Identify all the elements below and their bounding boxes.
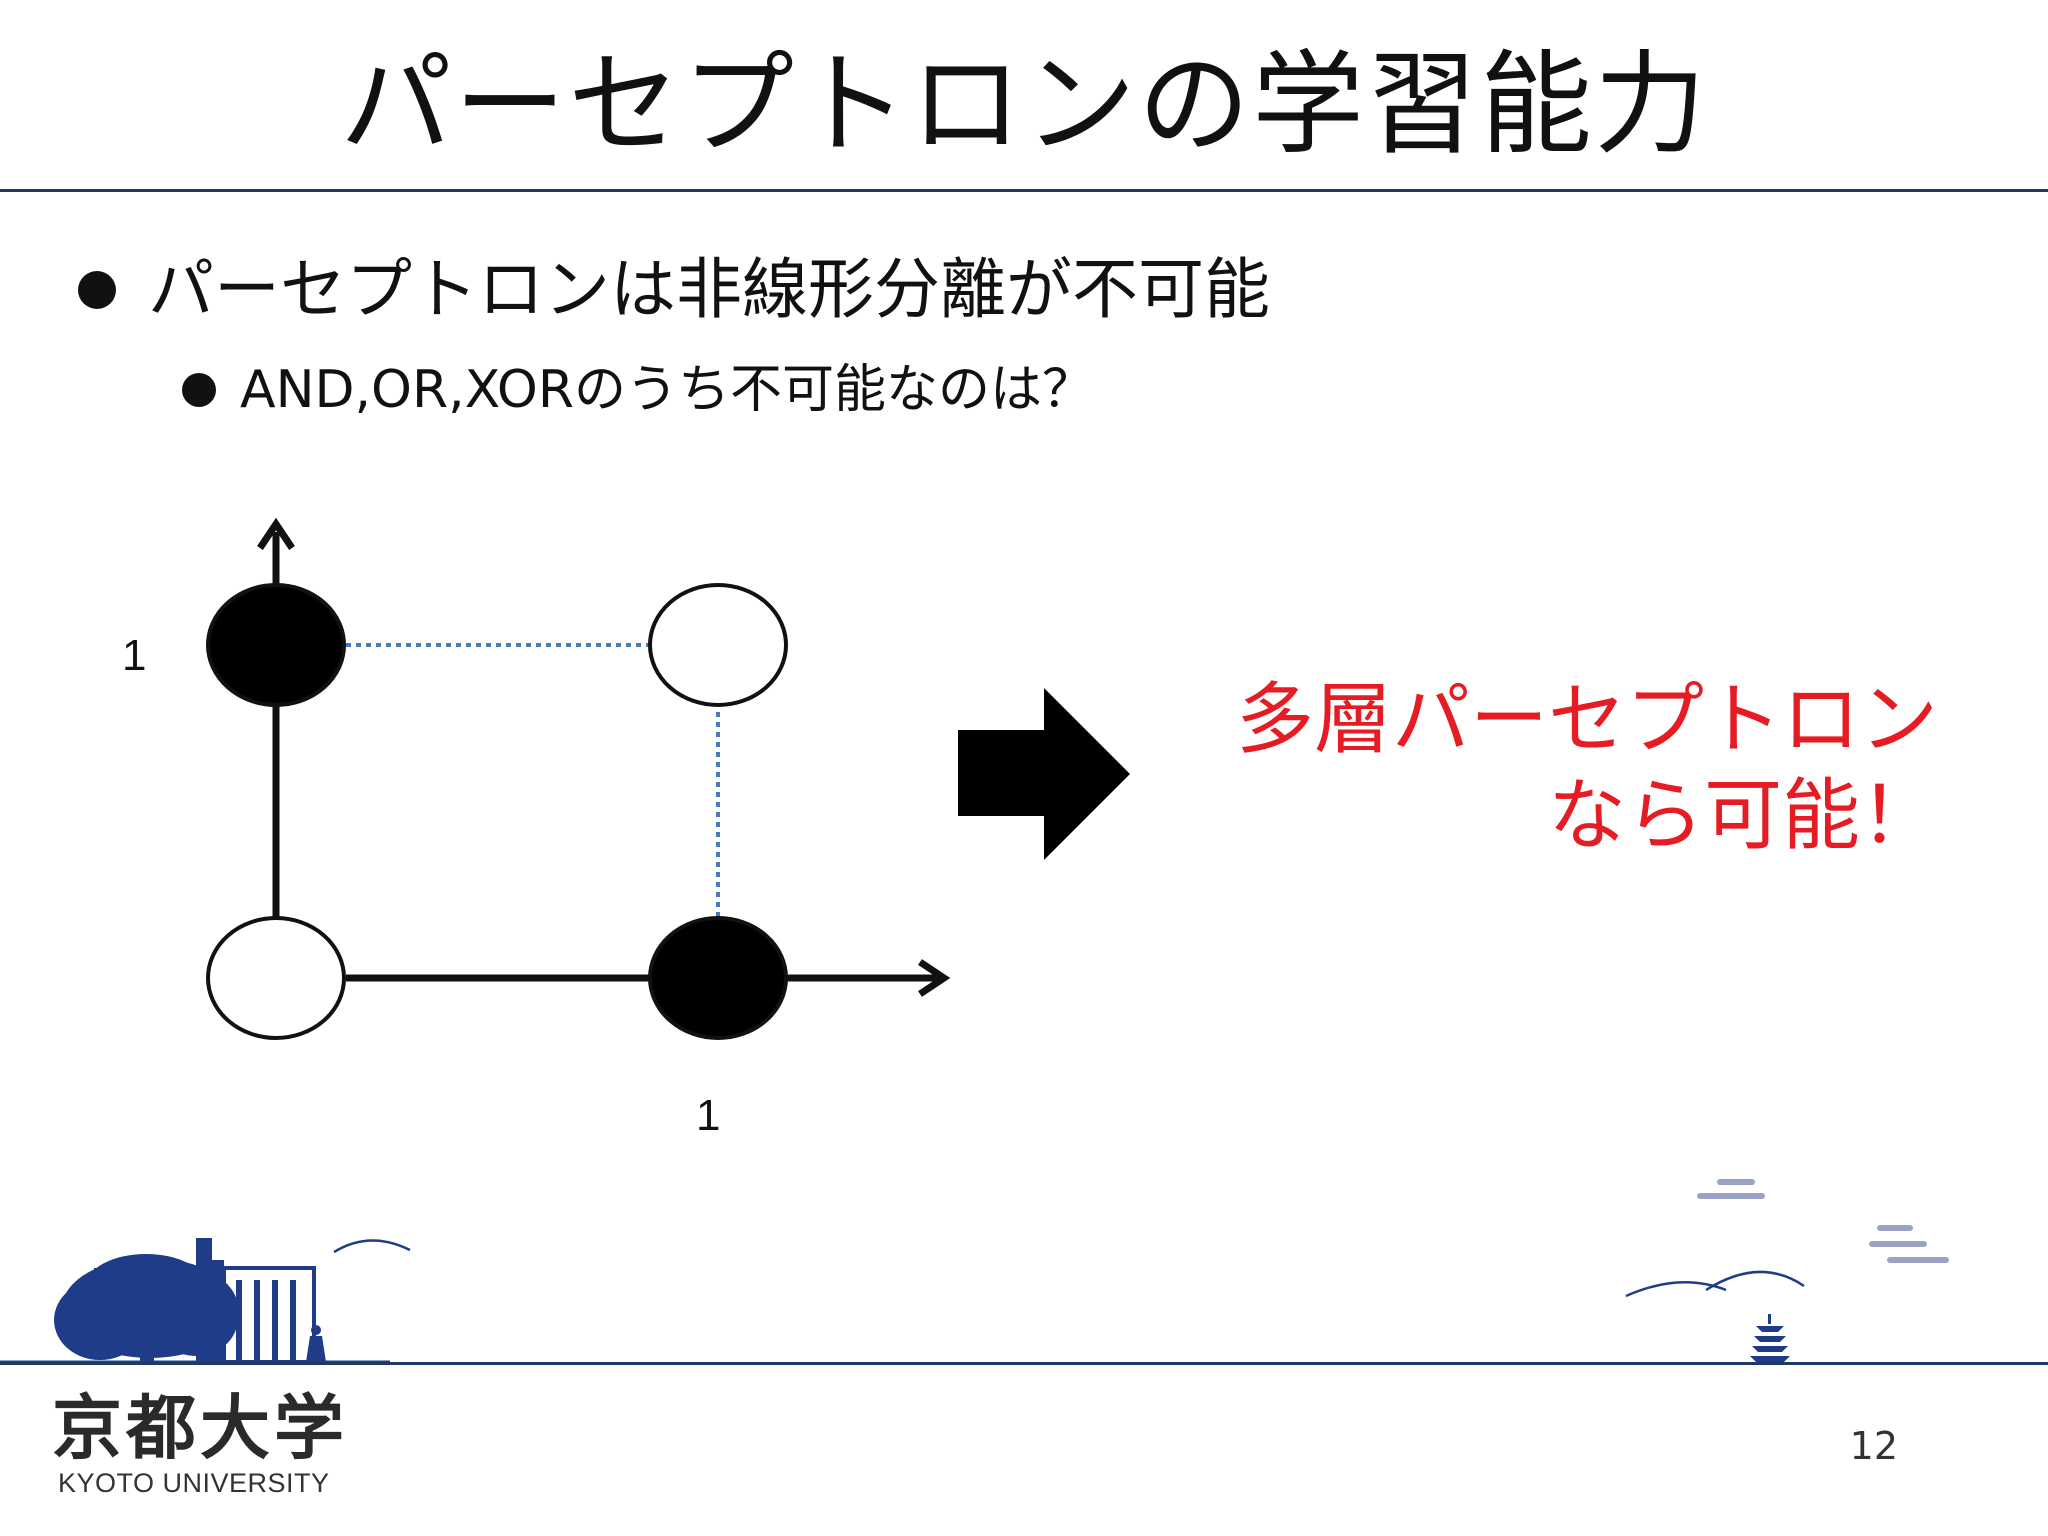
university-logo-english: KYOTO UNIVERSITY	[58, 1468, 330, 1498]
person-icon	[306, 1325, 326, 1362]
pagoda-icon	[1750, 1314, 1790, 1362]
bullet-sub: AND,OR,XORのうち不可能なのは？	[182, 355, 1094, 425]
data-point-1-0	[648, 916, 788, 1040]
data-point-0-1	[206, 583, 346, 707]
right-arrow-icon	[958, 688, 1130, 860]
x-tick-label: 1	[696, 1091, 720, 1140]
bullet-main-text: パーセプトロンは非線形分離が不可能	[148, 251, 1270, 328]
bullet-dot-icon	[78, 271, 116, 309]
xor-diagram: 1 1	[122, 517, 1130, 1140]
callout-line1: 多層パーセプトロン	[1235, 675, 1938, 765]
cloud-icon	[1697, 1179, 1949, 1263]
x-axis-arrowhead	[918, 959, 951, 997]
callout-line2: なら可能！	[1547, 771, 1938, 861]
footer-divider	[0, 1362, 2048, 1365]
bullet-sub-text: AND,OR,XORのうち不可能なのは？	[240, 360, 1094, 420]
tree-illustration	[54, 1254, 238, 1362]
page-number: 12	[1849, 1424, 1898, 1468]
hill-arc-2	[1705, 1270, 1805, 1292]
hill-arc-1	[1625, 1281, 1727, 1298]
y-tick-label: 1	[122, 631, 146, 680]
slide-title: パーセプトロンの学習能力	[340, 40, 1708, 170]
data-point-0-0	[206, 916, 346, 1040]
data-point-1-1	[648, 583, 788, 707]
title-divider	[0, 189, 2048, 192]
bird-arc-left	[333, 1239, 411, 1254]
y-axis-arrowhead	[257, 517, 295, 550]
bullet-main: パーセプトロンは非線形分離が不可能	[78, 250, 1270, 330]
bullet-dot-icon	[182, 373, 216, 407]
callout-text: 多層パーセプトロン なら可能！	[1236, 672, 1938, 864]
university-logo-japanese: 京都大学	[52, 1386, 348, 1469]
